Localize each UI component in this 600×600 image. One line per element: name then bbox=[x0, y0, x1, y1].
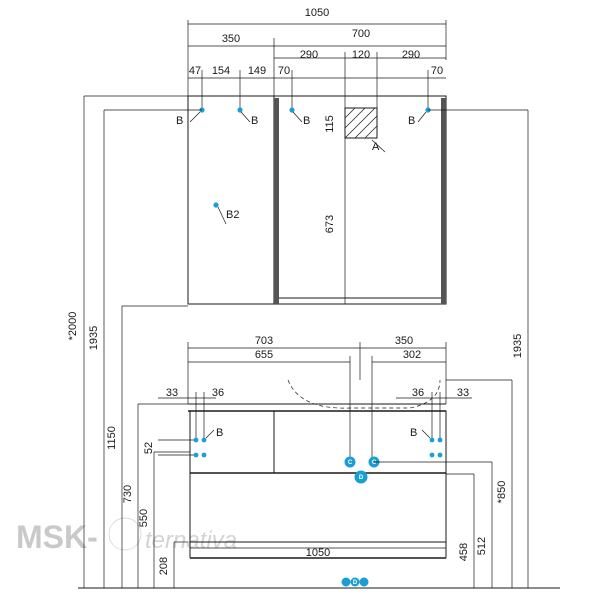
dim-70-b-label: 70 bbox=[431, 65, 443, 77]
height-730-label: 730 bbox=[122, 485, 134, 503]
dim-47-label: 47 bbox=[189, 65, 201, 77]
label-vanity-b-right: B bbox=[410, 427, 417, 439]
dim-302-label: 302 bbox=[403, 349, 421, 361]
marker-vanity-1 bbox=[193, 437, 199, 443]
leader-b2 bbox=[217, 206, 227, 225]
marker-b-2 bbox=[237, 107, 243, 113]
dim-120-label: 120 bbox=[352, 49, 370, 61]
height-550-label: 550 bbox=[138, 509, 150, 527]
marker-vanity-2 bbox=[201, 437, 207, 443]
dim-673-label: 673 bbox=[324, 215, 336, 233]
basin-outline bbox=[287, 379, 441, 409]
dim-154-label: 154 bbox=[212, 65, 230, 77]
label-a: A bbox=[372, 141, 380, 153]
dim-290-b-label: 290 bbox=[402, 49, 420, 61]
height-208-label: 208 bbox=[158, 557, 170, 575]
marker-bottom-d-text: D bbox=[353, 580, 358, 586]
vanity-upper-body bbox=[189, 410, 447, 474]
mirror-cabinet-outline bbox=[187, 95, 447, 305]
label-vanity-b-left: B bbox=[216, 427, 223, 439]
marker-bottom-c2 bbox=[359, 577, 369, 587]
hatch-3 bbox=[344, 107, 376, 139]
height-1935-right-label: 1935 bbox=[512, 334, 524, 358]
marker-bottom-c1 bbox=[341, 577, 351, 587]
marker-vanity-6 bbox=[437, 437, 443, 443]
dim-33-right-label: 33 bbox=[457, 387, 469, 399]
marker-vanity-4 bbox=[201, 452, 207, 458]
socket-box-a bbox=[344, 107, 378, 139]
marker-vanity-5 bbox=[429, 437, 435, 443]
marker-c-right-text: C bbox=[372, 460, 377, 466]
leader-b-3 bbox=[292, 111, 303, 123]
watermark-logo-circle bbox=[108, 517, 142, 551]
hatched-side-left bbox=[274, 98, 279, 304]
label-b2: B2 bbox=[226, 209, 239, 221]
watermark-brand: MSK- bbox=[16, 519, 98, 555]
dim-70-label: 70 bbox=[278, 65, 290, 77]
dim-1050-bottom-label: 1050 bbox=[306, 547, 330, 559]
label-b-1: B bbox=[176, 115, 183, 127]
hatch-4 bbox=[354, 115, 378, 139]
hatch-2 bbox=[344, 107, 366, 129]
label-b-4: B bbox=[408, 115, 415, 127]
dim-655-label: 655 bbox=[255, 349, 273, 361]
height-1150-label: 1150 bbox=[106, 426, 118, 450]
dim-350-label: 350 bbox=[222, 33, 240, 45]
hatched-side-right bbox=[441, 98, 446, 304]
marker-vanity-3 bbox=[193, 452, 199, 458]
hatch-5 bbox=[364, 125, 378, 139]
height-1935-left-label: 1935 bbox=[88, 326, 100, 350]
dim-52-label: 52 bbox=[143, 442, 155, 454]
dim-703-label: 703 bbox=[255, 335, 273, 347]
leader-vanity-b-left bbox=[205, 429, 215, 439]
dim-149-label: 149 bbox=[248, 65, 266, 77]
label-b-3: B bbox=[303, 115, 310, 127]
marker-b-3 bbox=[289, 107, 295, 113]
marker-vanity-8 bbox=[437, 452, 443, 458]
leader-vanity-b-right bbox=[421, 429, 431, 439]
marker-d-text: D bbox=[359, 475, 364, 481]
dim-36-left-label: 36 bbox=[212, 387, 224, 399]
dim-290-a-label: 290 bbox=[300, 49, 318, 61]
hatch-1 bbox=[344, 107, 356, 119]
dim-36-right-label: 36 bbox=[412, 387, 424, 399]
marker-vanity-7 bbox=[429, 452, 435, 458]
label-b-2: B bbox=[251, 115, 258, 127]
leader-b-1 bbox=[189, 111, 201, 123]
leader-b-2 bbox=[240, 111, 251, 123]
dim-700-label: 700 bbox=[352, 28, 370, 40]
marker-c-left-text: C bbox=[348, 460, 353, 466]
dim-1050-label: 1050 bbox=[305, 7, 329, 19]
dim-115-label: 115 bbox=[324, 115, 336, 133]
watermark-tail: ternativa bbox=[145, 527, 237, 554]
marker-d bbox=[354, 470, 368, 484]
dim-33-left-label: 33 bbox=[166, 387, 178, 399]
height-512-label: 512 bbox=[476, 537, 488, 555]
marker-bottom-d bbox=[350, 577, 360, 587]
marker-c-left bbox=[344, 456, 356, 468]
marker-b2 bbox=[213, 202, 219, 208]
dim-350-vanity-label: 350 bbox=[395, 335, 413, 347]
leader-a bbox=[371, 139, 386, 153]
height-2000-label: *2000 bbox=[67, 312, 79, 341]
height-458-label: 458 bbox=[458, 543, 470, 561]
height-850-label: *850 bbox=[496, 481, 508, 504]
leader-b-4 bbox=[417, 111, 427, 123]
